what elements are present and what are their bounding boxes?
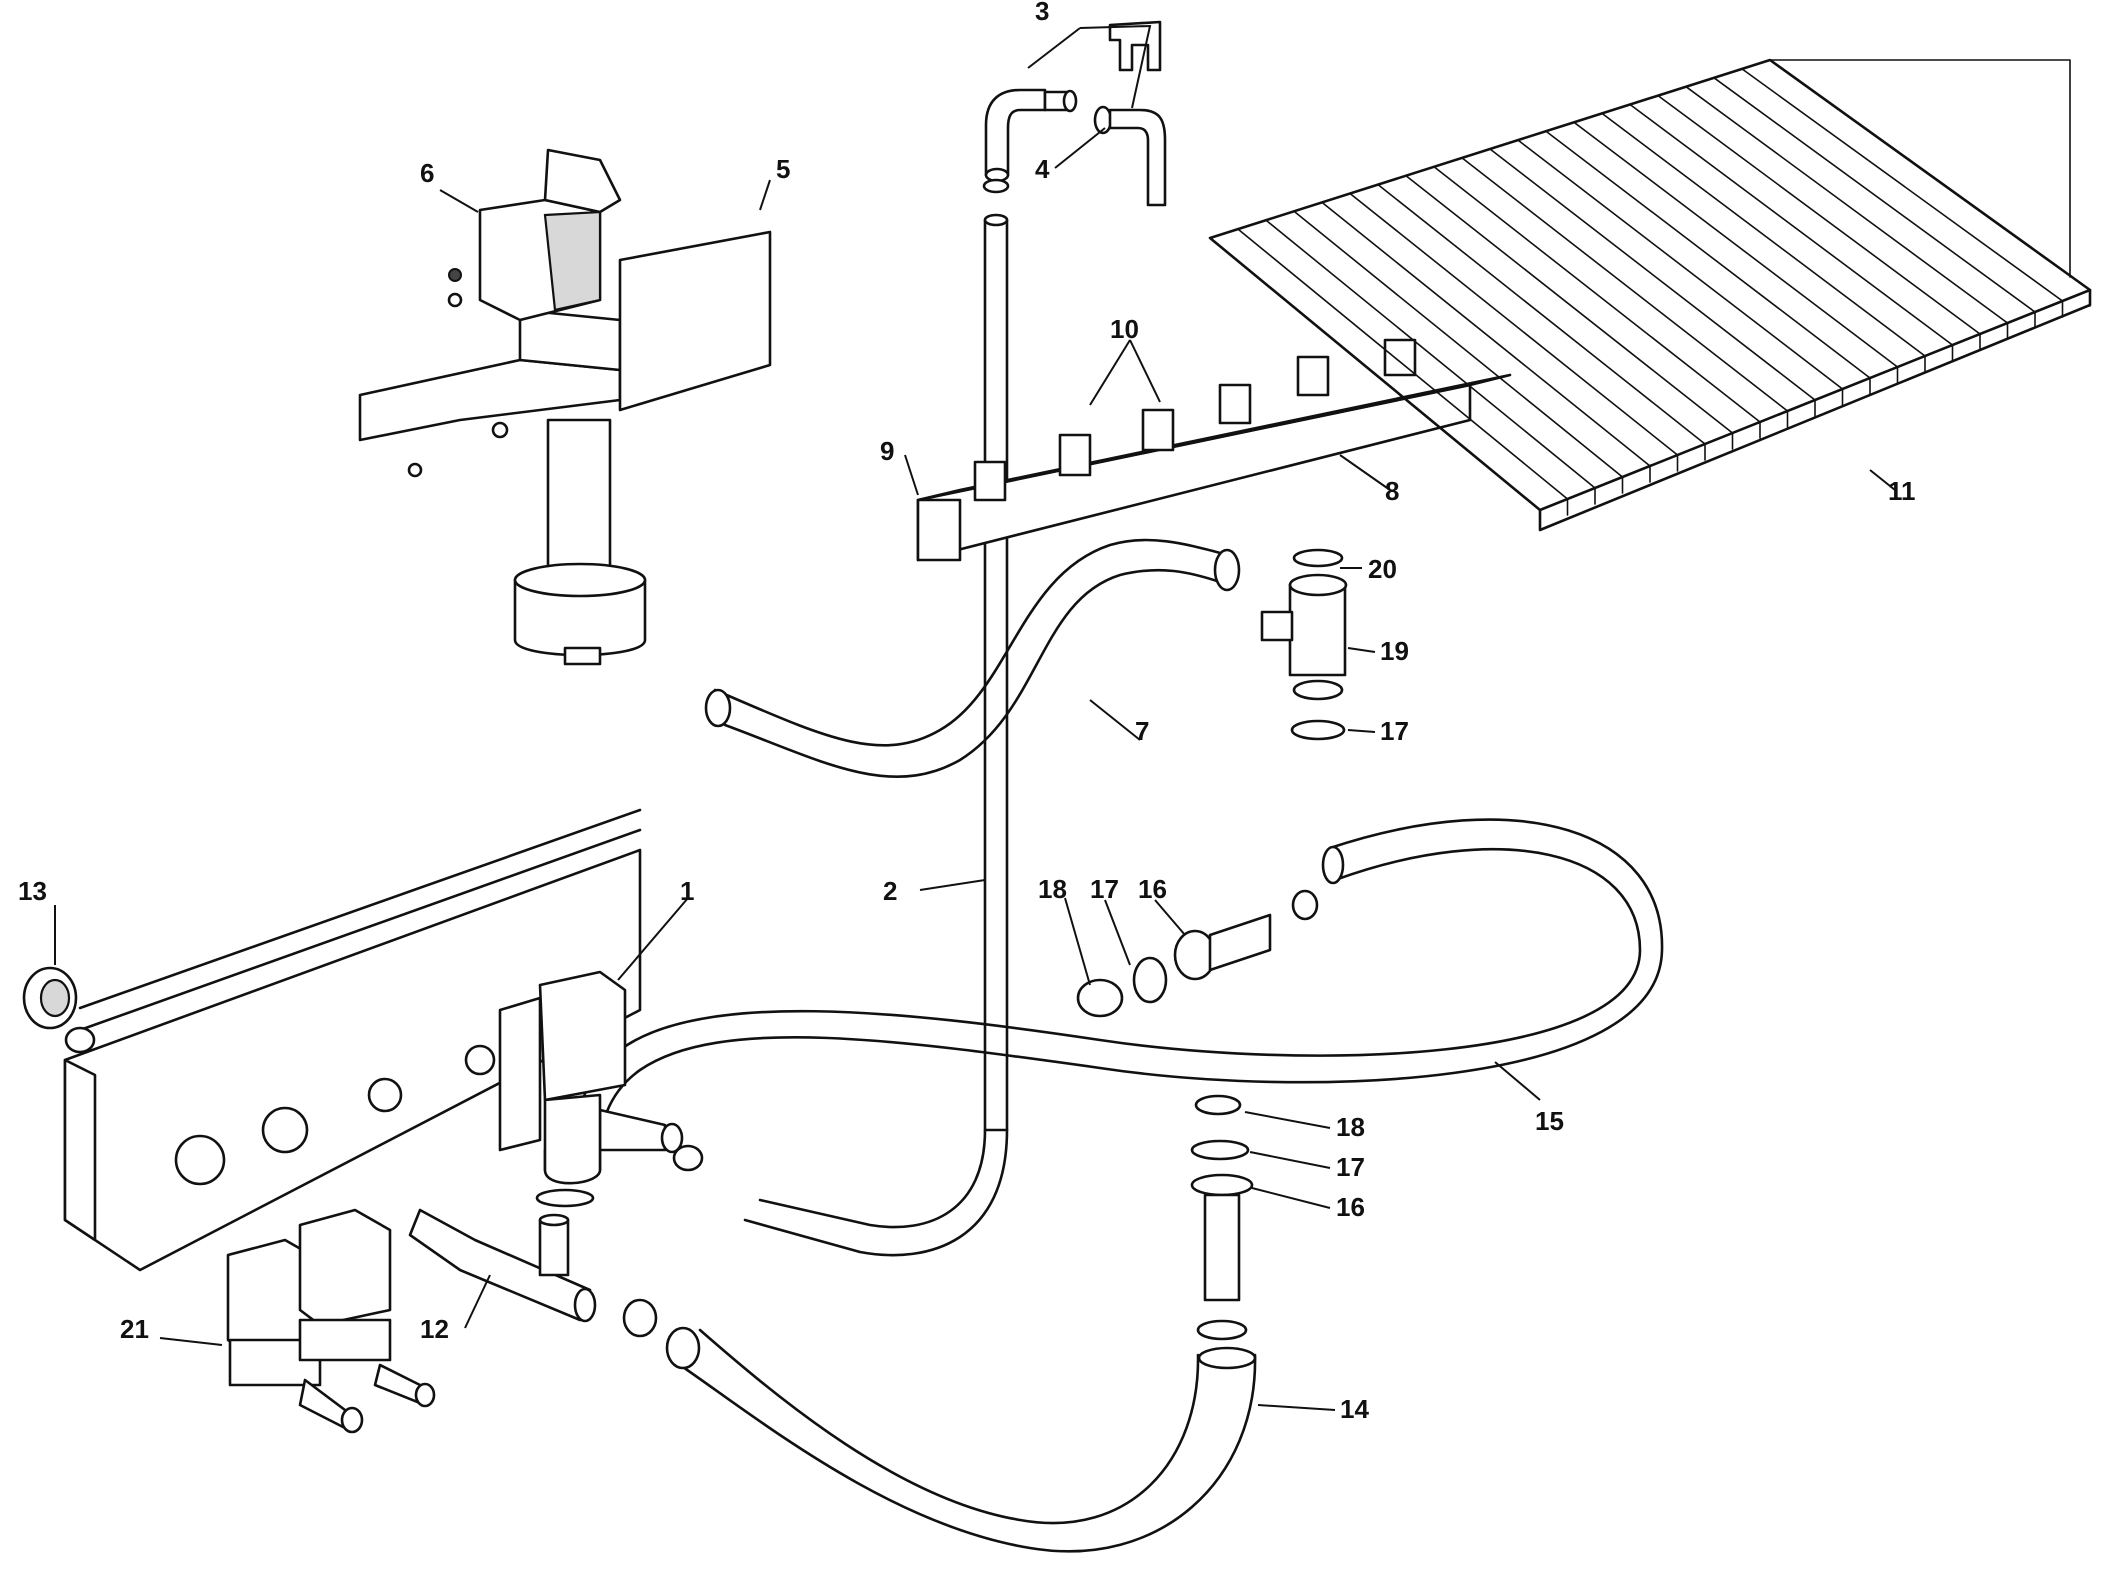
callout-14: 14	[1340, 1394, 1369, 1424]
callout-16-lower: 16	[1336, 1192, 1365, 1222]
callout-11: 11	[1888, 476, 1916, 506]
hose-s	[704, 538, 1241, 778]
callout-17-lower: 17	[1336, 1152, 1365, 1182]
callout-5: 5	[776, 154, 790, 184]
rack-wire	[1489, 148, 1816, 401]
rack-wire	[1769, 59, 2091, 291]
pump-assembly	[358, 148, 772, 666]
bar-clips	[973, 338, 1417, 502]
rack-wire	[1517, 139, 1844, 390]
callout-8: 8	[1385, 476, 1399, 506]
elbow-fittings	[982, 20, 1167, 207]
callout-9: 9	[880, 436, 894, 466]
rack-wire	[1209, 237, 1541, 511]
rack-wire	[1321, 201, 1651, 467]
callout-15: 15	[1535, 1106, 1564, 1136]
vertical-tube	[743, 213, 1009, 1257]
callout-6: 6	[420, 158, 434, 188]
rack-wire	[1433, 166, 1761, 423]
callout-17-tee: 17	[1380, 716, 1409, 746]
rack-wire	[1265, 219, 1596, 489]
callout-13: 13	[18, 876, 47, 906]
double-solenoid-valve	[226, 1208, 436, 1434]
tee-fitting	[1260, 548, 1348, 741]
rack-wire	[1237, 228, 1569, 500]
leader-lines	[54, 24, 1896, 1411]
fitting-set-upper	[1076, 889, 1319, 1018]
callout-20: 20	[1368, 554, 1397, 584]
solenoid-valve	[498, 970, 704, 1208]
rack-wire	[1573, 121, 1899, 368]
channel-bracket	[22, 808, 642, 1272]
rack-wire	[1293, 210, 1624, 478]
callout-2: 2	[883, 876, 897, 906]
callout-labels: 1 2 3 4 5 6 7 8 9 10 11 12 13 14 15 16 1…	[18, 0, 1916, 1424]
callout-18-lower: 18	[1336, 1112, 1365, 1142]
rack-wire	[1405, 174, 1734, 434]
rack-wire	[1349, 192, 1679, 456]
callout-18-upper: 18	[1038, 874, 1067, 904]
rack-wire	[1741, 68, 2064, 302]
rack-wire	[1657, 94, 1981, 335]
callout-12: 12	[420, 1314, 449, 1344]
callout-1: 1	[680, 876, 694, 906]
rack-wire	[1461, 157, 1789, 412]
rack-wire	[1713, 77, 2036, 313]
callout-3: 3	[1035, 0, 1049, 26]
wire-rack	[1208, 58, 2092, 532]
callout-4: 4	[1035, 154, 1050, 184]
callout-16-upper: 16	[1138, 874, 1167, 904]
callout-19: 19	[1380, 636, 1409, 666]
callout-7: 7	[1135, 716, 1149, 746]
callout-17-upper: 17	[1090, 874, 1119, 904]
rack-wire	[1685, 85, 2009, 324]
rack-wire	[1601, 112, 1926, 357]
manifold-bar	[916, 338, 1512, 562]
rack-wire	[1629, 103, 1954, 346]
callout-10: 10	[1110, 314, 1139, 344]
callout-21: 21	[120, 1314, 149, 1344]
tee-pipe	[408, 1208, 658, 1338]
rack-wire	[1545, 130, 1871, 379]
fitting-set-lower	[665, 1094, 1257, 1553]
rack-wire	[1377, 183, 1706, 445]
